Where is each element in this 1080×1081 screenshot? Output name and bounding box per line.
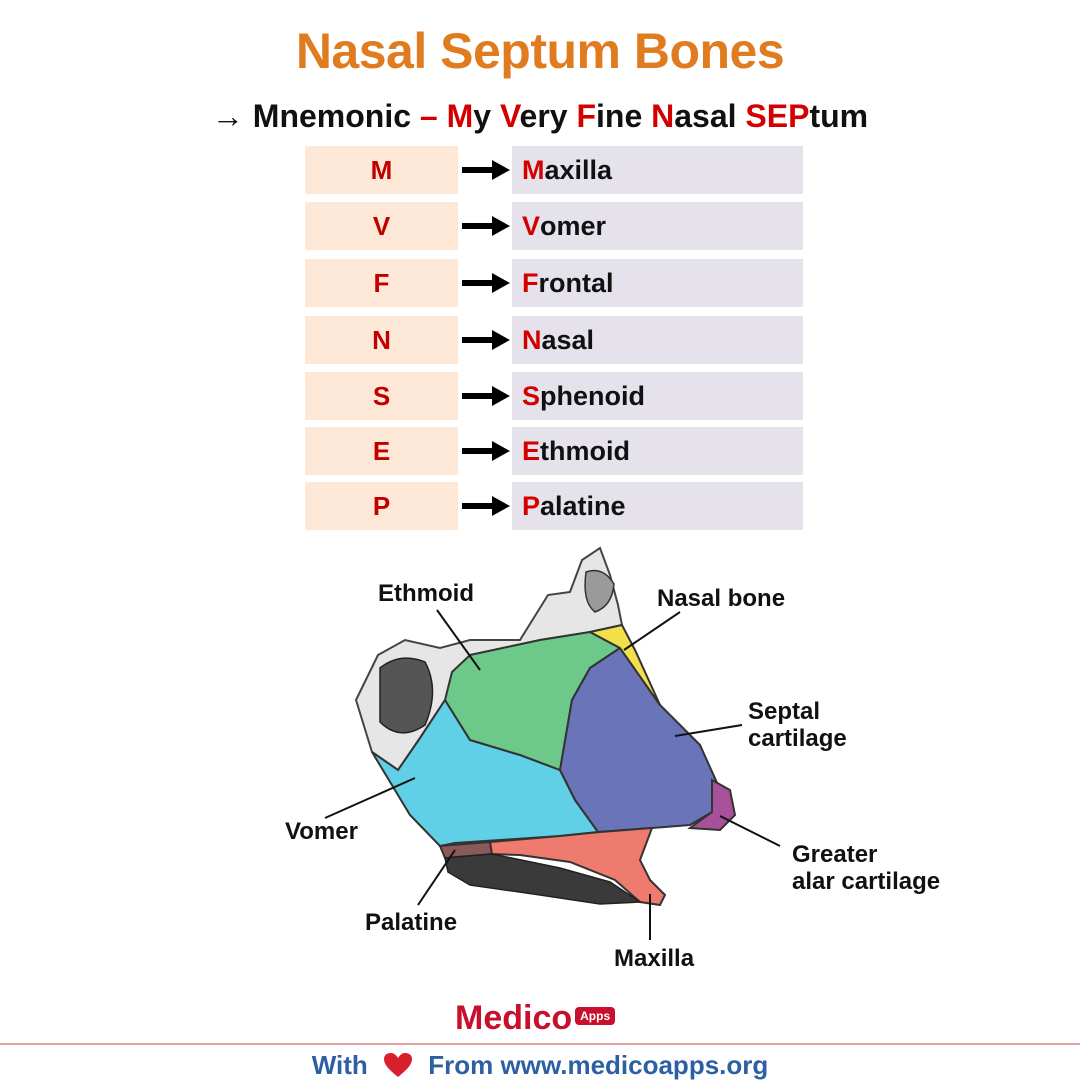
- footer-divider: [0, 1043, 1080, 1045]
- bone-initial: V: [522, 210, 541, 241]
- bone-initial: E: [522, 435, 541, 466]
- letter-cell: P: [305, 482, 458, 530]
- vomer-leader-line: [324, 777, 416, 819]
- mnemonic-initial: SEP: [745, 98, 810, 134]
- right-arrow-icon: [462, 216, 510, 236]
- mnemonic-word-1: My: [447, 98, 491, 134]
- bone-rest: axilla: [544, 154, 613, 185]
- mnemonic-line: → Mnemonic – My Very Fine Nasal SEPtum: [0, 98, 1080, 135]
- nasal-septum-diagram: Ethmoid Nasal bone Septal cartilage Vome…: [0, 540, 1080, 990]
- label-septal-cartilage: Septal cartilage: [748, 698, 847, 752]
- right-arrow-icon: [462, 273, 510, 293]
- logo-text: Medico: [455, 998, 573, 1037]
- palate-shadow: [444, 853, 643, 905]
- palatine-leader-line: [417, 849, 456, 906]
- label-nasal-bone: Nasal bone: [657, 585, 786, 612]
- footer-url-link[interactable]: www.medicoapps.org: [500, 1050, 769, 1080]
- nasal-bone-leader-line: [623, 611, 681, 651]
- letter-cell: V: [305, 202, 458, 250]
- bone-initial: F: [522, 267, 539, 298]
- letter-cell: F: [305, 259, 458, 307]
- mnemonic-word-2: Very: [500, 98, 568, 134]
- logo-badge: Apps: [575, 1007, 616, 1025]
- heart-icon: [384, 1053, 413, 1077]
- right-arrow-icon: [462, 496, 510, 516]
- label-greater-line-2: alar cartilage: [792, 868, 941, 895]
- mnemonic-rest: ery: [519, 98, 568, 134]
- septal-cartilage-leader-line: [674, 724, 743, 737]
- bone-initial: S: [522, 380, 541, 411]
- mnemonic-lead: Mnemonic: [252, 98, 412, 134]
- mnemonic-rest: y: [473, 98, 492, 134]
- right-arrow-icon: [462, 160, 510, 180]
- mnemonic-word-5: SEPtum: [745, 98, 868, 134]
- bone-rest: phenoid: [540, 380, 645, 411]
- mnemonic-initial: V: [499, 98, 520, 134]
- right-arrow-icon: [462, 330, 510, 350]
- label-maxilla: Maxilla: [614, 945, 695, 972]
- footer-from: From: [428, 1050, 494, 1080]
- bone-rest: thmoid: [540, 435, 630, 466]
- right-arrow-icon: [462, 441, 510, 461]
- bone-rest: rontal: [538, 267, 614, 298]
- bone-rest: alatine: [540, 490, 626, 521]
- letter-cell: M: [305, 146, 458, 194]
- mnemonic-rest: tum: [809, 98, 869, 134]
- footer: With From www.medicoapps.org: [0, 1050, 1080, 1081]
- bone-initial: N: [522, 324, 542, 355]
- label-septal-line-2: cartilage: [748, 725, 847, 752]
- sinus-cavity: [379, 657, 434, 734]
- greater-alar-leader-line: [719, 815, 781, 847]
- ethmoid-leader-line: [436, 609, 481, 671]
- mnemonic-initial: F: [576, 98, 596, 134]
- label-greater-line-1: Greater: [792, 841, 878, 868]
- nasal-bone-region: [587, 623, 661, 706]
- bone-initial: M: [522, 154, 545, 185]
- letter-cell: E: [305, 427, 458, 475]
- label-vomer: Vomer: [285, 818, 358, 845]
- bone-rest: asal: [541, 324, 595, 355]
- mnemonic-initial: M: [446, 98, 474, 134]
- right-arrow-icon: [462, 386, 510, 406]
- mnemonic-initial: N: [651, 98, 675, 134]
- bone-rest: omer: [540, 210, 607, 241]
- mnemonic-dash: –: [419, 98, 438, 134]
- mnemonic-rest: ine: [596, 98, 643, 134]
- label-ethmoid: Ethmoid: [378, 580, 474, 607]
- label-septal-line-1: Septal: [748, 698, 821, 725]
- label-palatine: Palatine: [365, 909, 458, 936]
- mnemonic-word-3: Fine: [576, 98, 642, 134]
- upper-sinus-cavity: [584, 569, 615, 613]
- maxilla-region: [488, 826, 667, 907]
- mnemonic-arrow: →: [211, 98, 244, 134]
- bone-initial: P: [522, 490, 541, 521]
- mnemonic-word-4: Nasal: [651, 98, 736, 134]
- label-greater-alar-cartilage: Greater alar cartilage: [792, 841, 940, 895]
- page-title: Nasal Septum Bones: [295, 23, 785, 79]
- footer-with: With: [311, 1050, 368, 1080]
- letter-cell: N: [305, 316, 458, 364]
- mnemonic-rest: asal: [674, 98, 737, 134]
- septum-illustration: [324, 546, 781, 940]
- medicoapps-logo: Medico Apps: [455, 998, 616, 1038]
- letter-cell: S: [305, 372, 458, 420]
